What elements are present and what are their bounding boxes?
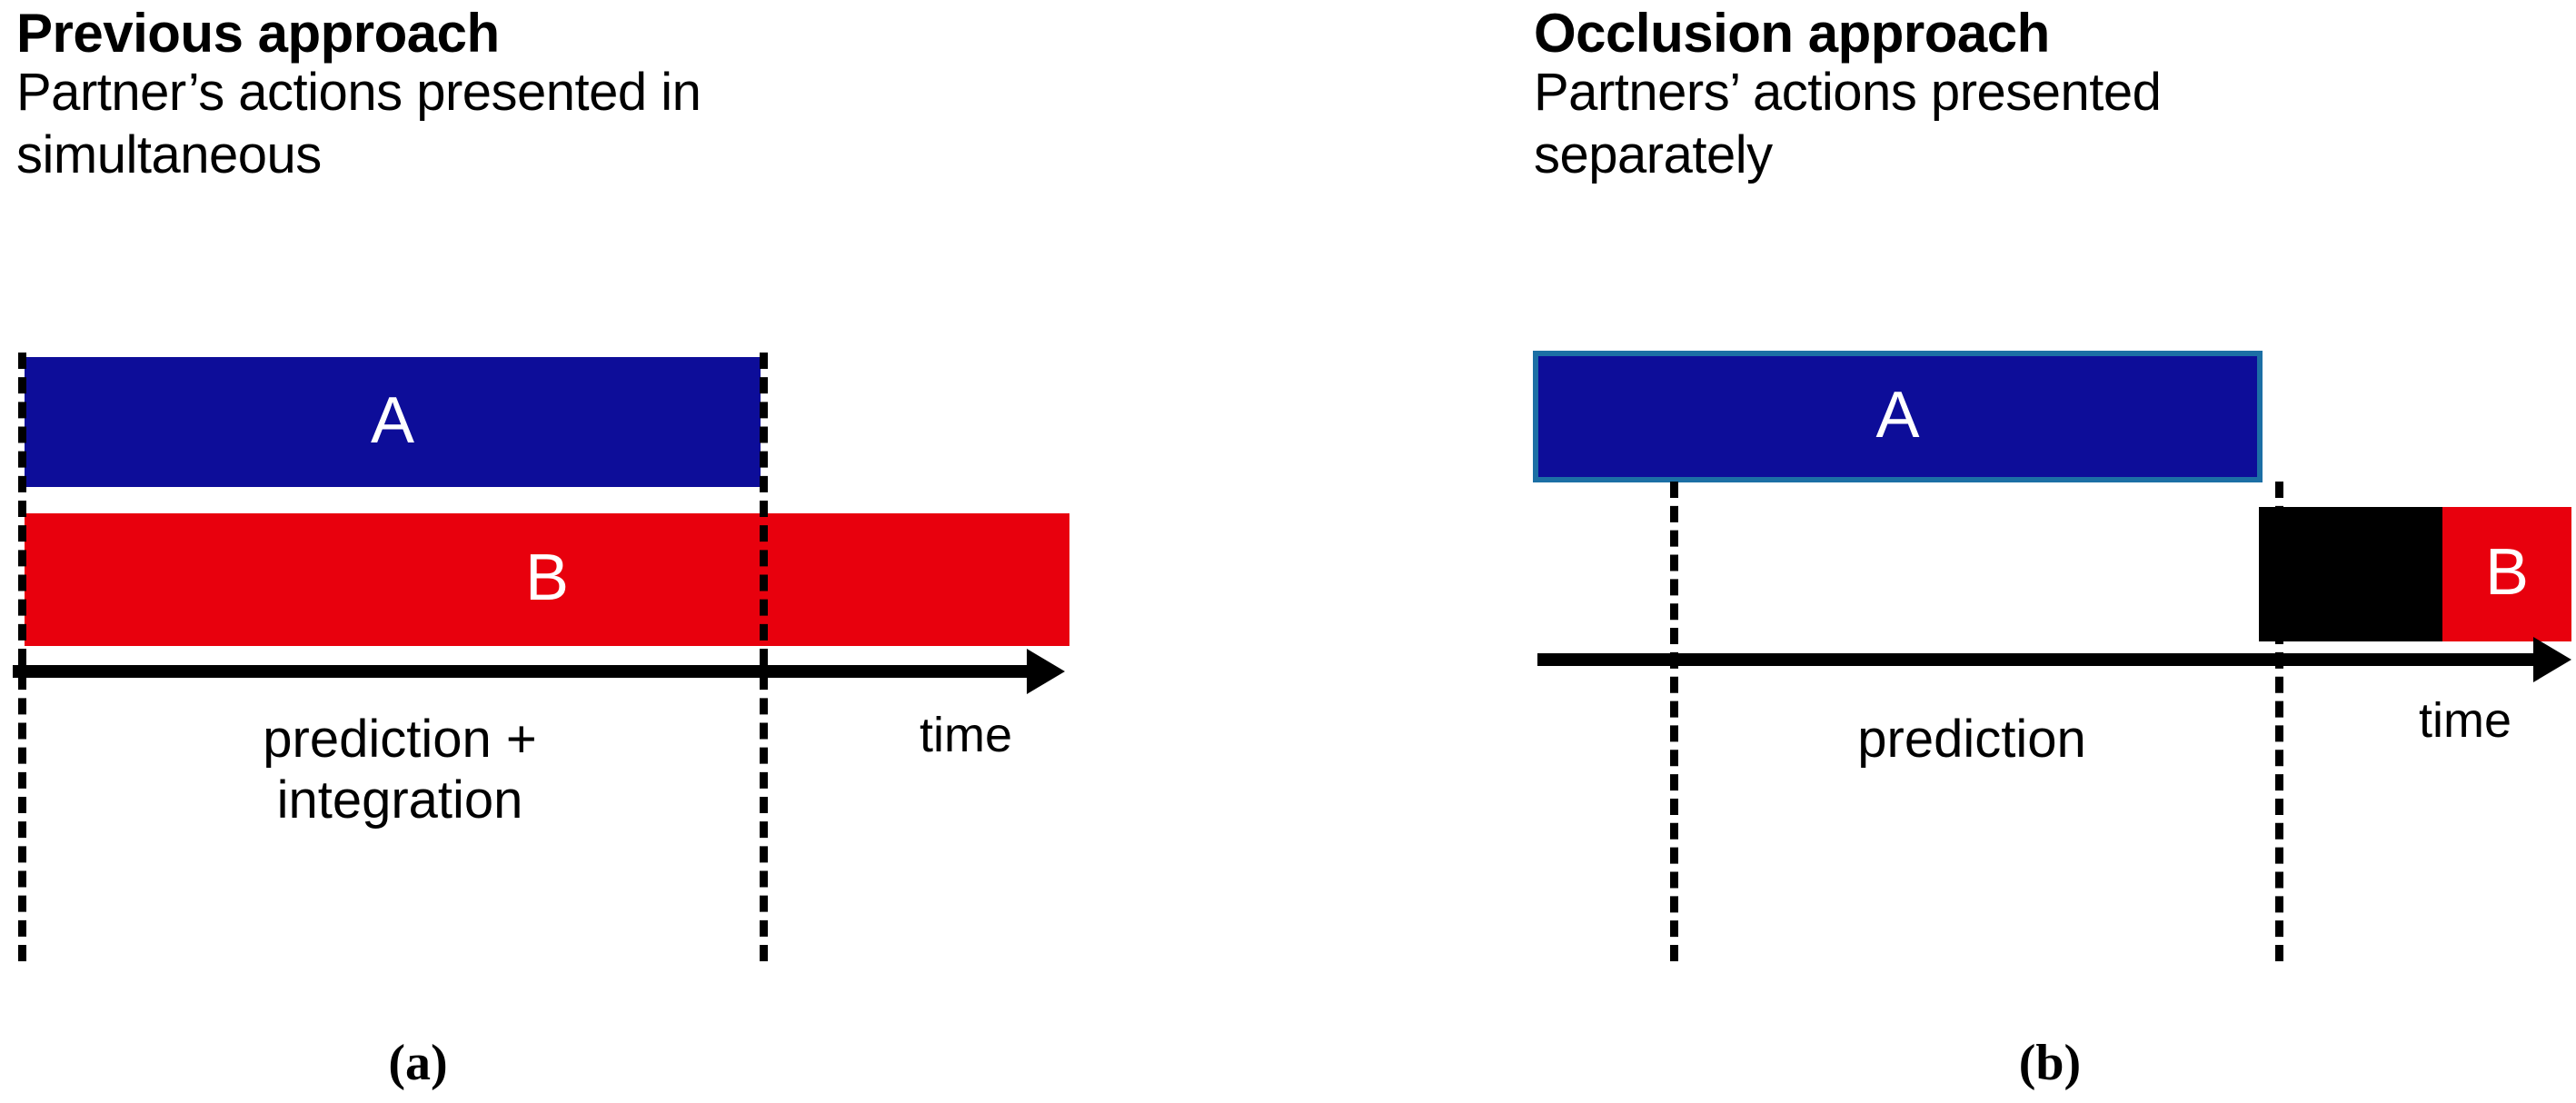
- actor-a-bar-label: A: [1875, 378, 1920, 452]
- panel-previous-approach: Previous approach Partner’s actions pres…: [13, 3, 1069, 1091]
- interval-caption-occlusion: prediction: [1690, 709, 2253, 770]
- panel-subtitle-previous-line2: simultaneous: [16, 125, 322, 184]
- actor-b-bar-label: B: [524, 542, 570, 614]
- panel-subtitle-occlusion-line2: separately: [1534, 125, 1773, 184]
- onset-marker-previous: [18, 353, 26, 961]
- offset-marker-previous: [760, 353, 768, 961]
- actor-a-bar-previous: A: [25, 357, 761, 487]
- panel-title-previous: Previous approach: [16, 3, 500, 64]
- interval-caption-previous-line1: prediction +: [263, 710, 537, 769]
- time-axis-arrowhead-occlusion: [2533, 637, 2571, 682]
- panel-occlusion-approach: Occlusion approach Partners’ actions pre…: [1508, 0, 2576, 1103]
- interval-caption-occlusion-line1: prediction: [1857, 710, 2086, 769]
- actor-a-bar-label: A: [370, 383, 415, 457]
- actor-b-bar-label: B: [2484, 536, 2530, 609]
- actor-b-bar-occlusion: B: [2442, 507, 2571, 641]
- time-axis-label-previous: time: [920, 708, 1013, 762]
- time-axis-arrowhead-previous: [1027, 649, 1065, 694]
- actor-a-bar-occlusion: A: [1533, 351, 2263, 482]
- interval-caption-previous: prediction + integration: [55, 709, 745, 831]
- onset-marker-occlusion: [1670, 482, 1678, 961]
- panel-title-occlusion: Occlusion approach: [1534, 3, 2050, 64]
- time-axis-line-previous: [13, 665, 1049, 678]
- panel-subtitle-previous-line1: Partner’s actions presented in: [16, 63, 701, 122]
- subfigure-label-b: (b): [2018, 1035, 2082, 1091]
- occluder-box: [2259, 507, 2442, 641]
- actor-b-bar-previous: B: [25, 513, 1069, 646]
- offset-marker-occlusion: [2275, 482, 2283, 961]
- subfigure-label-a: (a): [388, 1035, 448, 1091]
- interval-caption-previous-line2: integration: [276, 770, 523, 830]
- time-axis-label-occlusion: time: [2419, 693, 2512, 748]
- panel-subtitle-occlusion-line1: Partners’ actions presented: [1534, 63, 2162, 122]
- time-axis-line-occlusion: [1537, 653, 2537, 666]
